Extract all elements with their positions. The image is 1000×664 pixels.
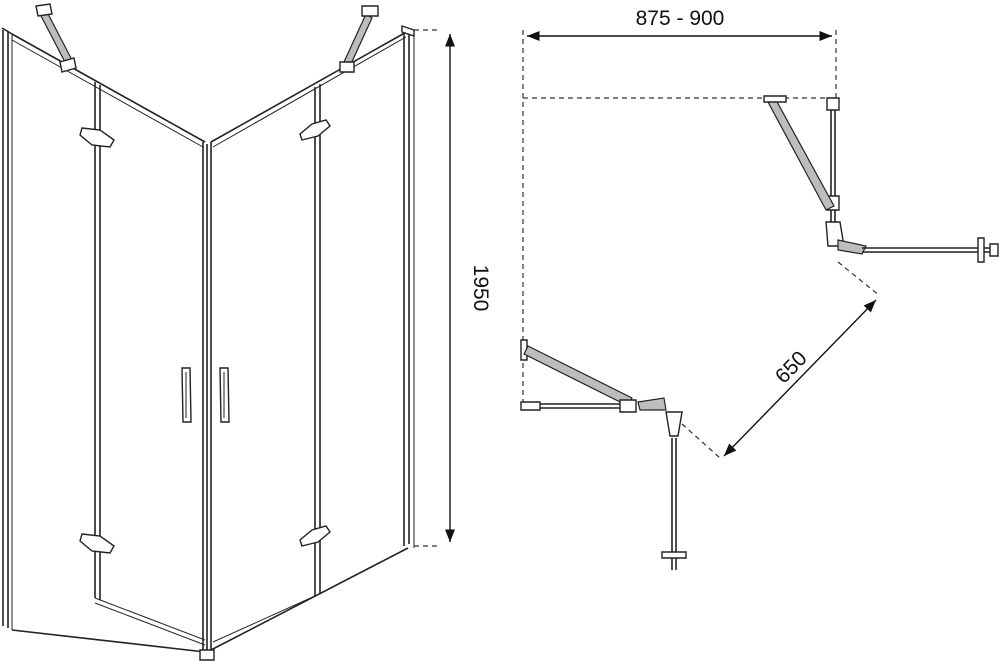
perspective-view: 1950 [1, 3, 492, 661]
height-label: 1950 [469, 265, 492, 312]
right-top-edge [210, 29, 411, 143]
left-wall-profile [1, 27, 13, 630]
width-dimension: 875 - 900 [522, 7, 837, 405]
stabilizer-bar-left [35, 3, 77, 73]
right-door [210, 84, 409, 651]
hinge-right-top [299, 119, 331, 141]
door-width-label: 650 [771, 347, 812, 388]
stabilizer-bar-right [339, 5, 379, 73]
hinge-left-top [79, 127, 115, 148]
plan-stabilizer-left [523, 345, 633, 407]
plan-view: 875 - 900 [520, 7, 999, 570]
center-corner [199, 142, 215, 661]
plan-stabilizer-right [767, 99, 835, 211]
left-top-edge [11, 33, 206, 143]
hinge-right-bottom [299, 525, 331, 547]
height-dimension: 1950 [414, 29, 492, 547]
plan-right-wall [763, 95, 845, 247]
hinge-left-bottom [79, 533, 115, 554]
plan-left-wall [520, 339, 667, 413]
plan-right-door [837, 237, 999, 263]
right-wall-profile [401, 25, 415, 548]
width-label: 875 - 900 [636, 7, 725, 30]
door-width-dimension: 650 [681, 261, 881, 459]
plan-front-door [661, 411, 687, 570]
left-door [11, 82, 206, 653]
